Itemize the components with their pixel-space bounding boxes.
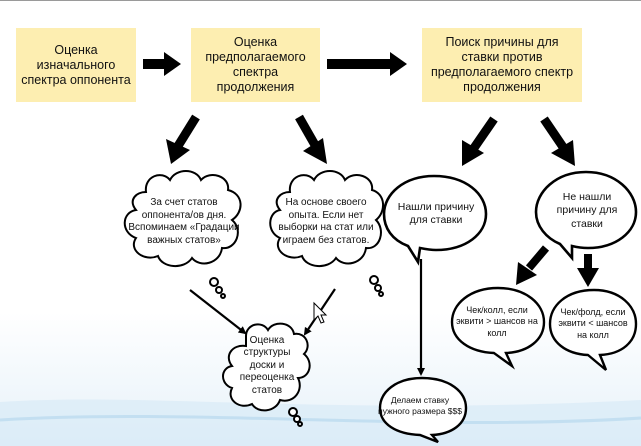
initial-range-box: Оценка изначального спектра оппонента xyxy=(16,28,136,102)
stats-cloud-text: За счет статов оппонента/ов дня. Вспомин… xyxy=(128,197,240,246)
mouse-cursor-icon xyxy=(313,301,328,324)
arrow-stats-to-board xyxy=(189,289,247,335)
arrow-assumed-to-reason xyxy=(327,52,407,76)
arrow-to-found xyxy=(462,116,498,166)
check-call-bubble-text: Чек/колл, если эквити > шансов на колл xyxy=(456,304,538,338)
bet-bubble-text: Делаем ставку нужного размера $$$ xyxy=(378,395,462,416)
bet-reason-box: Поиск причины для ставки против предпола… xyxy=(422,28,582,102)
check-fold-bubble-text: Чек/фолд, если эквити < шансов на колл xyxy=(558,306,628,340)
check-call-bubble xyxy=(450,286,546,370)
experience-cloud xyxy=(269,170,384,297)
assumed-range-box: Оценка предполагаемого спектра продолжен… xyxy=(191,28,320,102)
found-bubble-text: Нашли причину для ставки xyxy=(397,200,475,227)
stats-cloud xyxy=(123,170,242,299)
arrow-to-check-call xyxy=(516,245,550,285)
board-cloud-text: Оценка структуры доски и переоценка стат… xyxy=(239,334,295,396)
not-found-bubble xyxy=(534,170,638,262)
found-bubble xyxy=(382,174,488,266)
arrow-to-stats-cloud xyxy=(166,114,200,164)
board-cloud xyxy=(222,322,311,427)
bet-bubble xyxy=(378,376,468,444)
arrow-to-experience-cloud xyxy=(295,114,327,164)
arrow-to-check-fold xyxy=(577,254,599,287)
check-fold-bubble xyxy=(548,288,638,371)
not-found-bubble-text: Не нашли причину для ставки xyxy=(556,190,618,230)
arrow-initial-to-assumed xyxy=(143,52,181,76)
experience-cloud-text: На основе своего опыта. Если нет выборки… xyxy=(278,197,374,246)
arrow-to-not-found xyxy=(540,116,575,166)
